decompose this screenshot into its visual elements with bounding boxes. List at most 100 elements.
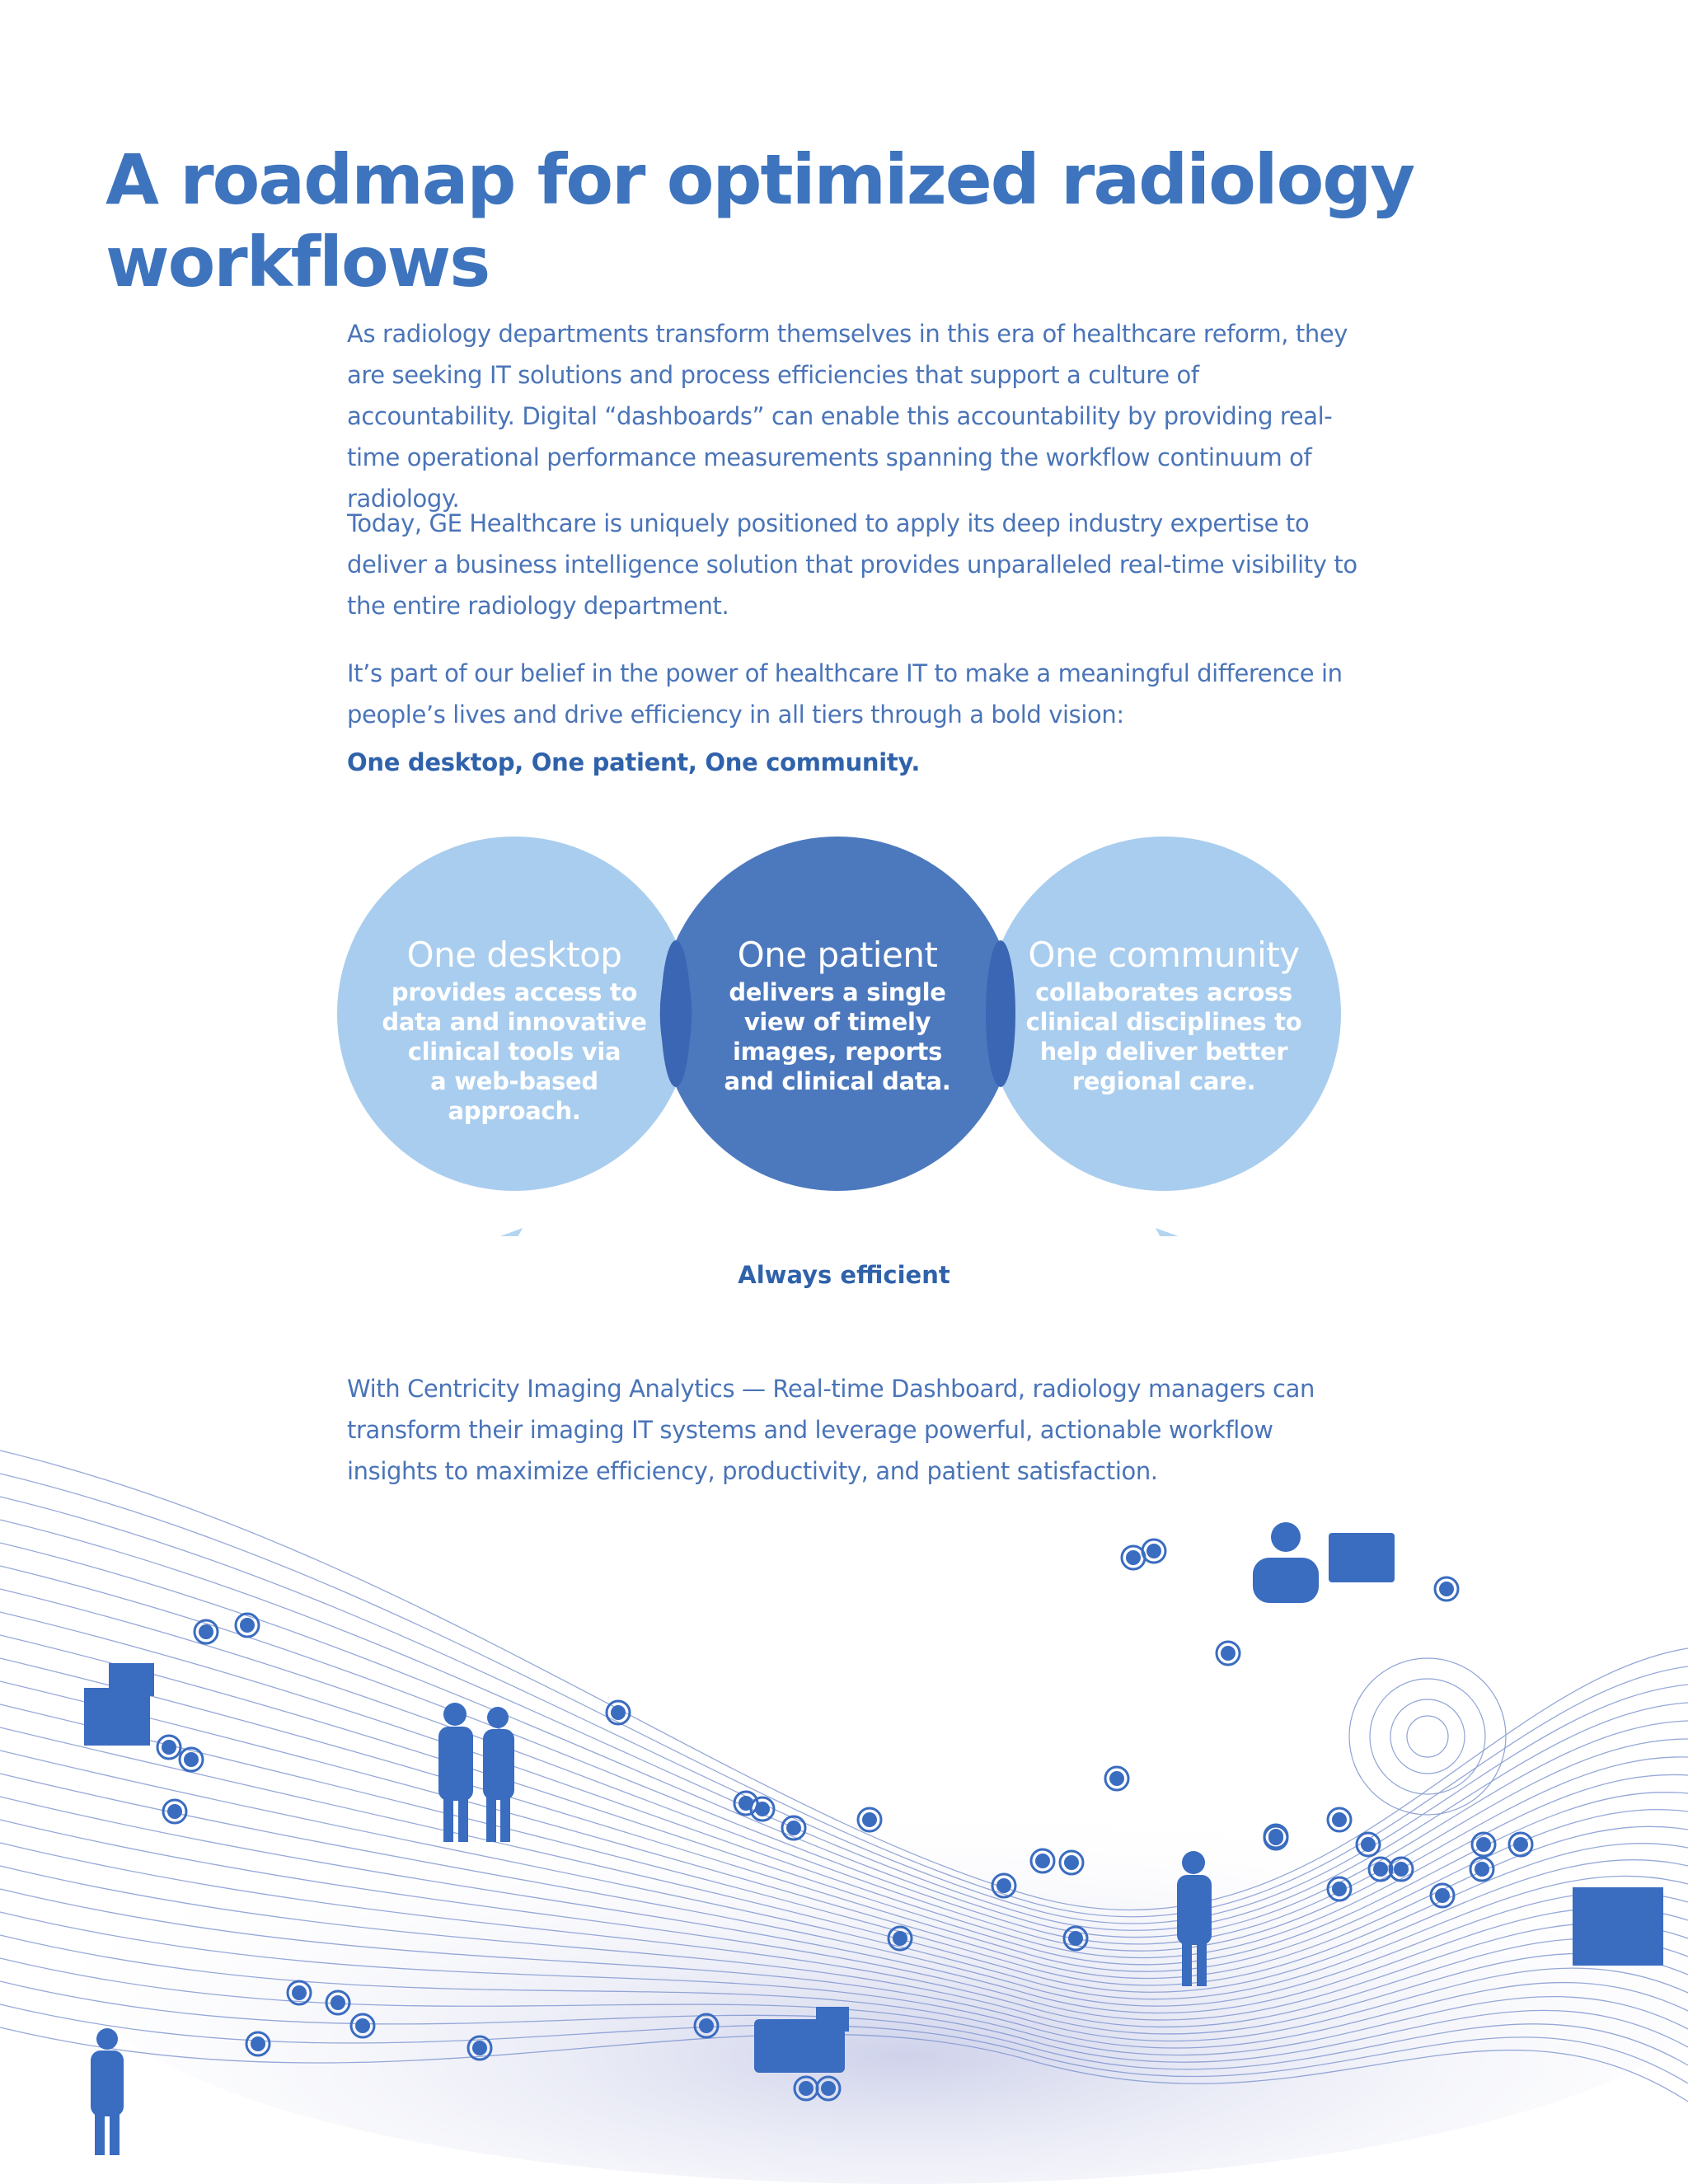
flow-line <box>0 2027 1688 2102</box>
one-desktop-line: data and innovative <box>382 1008 647 1036</box>
data-node <box>1068 1931 1083 1946</box>
flow-line <box>0 1934 1688 2056</box>
data-node-ring <box>693 2013 720 2039</box>
data-node <box>199 1624 213 1639</box>
always-efficient-label: Always efficient <box>738 1261 950 1289</box>
data-node <box>167 1804 182 1819</box>
data-node-ring <box>1429 1882 1456 1909</box>
one-desktop-line: a web-based <box>430 1067 598 1095</box>
network-illustration <box>0 1450 1688 2184</box>
one-patient-line: images, reports <box>732 1038 943 1066</box>
one-patient-line: delivers a single <box>729 978 946 1006</box>
flow-line <box>0 1588 1688 1952</box>
data-node-ring <box>856 1807 883 1833</box>
ambulance-icon <box>754 2007 849 2073</box>
flow-line <box>0 1542 1688 1938</box>
data-node <box>1476 1837 1491 1852</box>
data-node <box>893 1931 907 1946</box>
flow-lines <box>0 1450 1688 2102</box>
illustration-haze <box>82 1755 1688 2184</box>
data-node <box>699 2018 714 2033</box>
data-node <box>162 1740 176 1755</box>
data-node <box>1332 1812 1347 1827</box>
data-node-ring <box>1104 1765 1130 1792</box>
data-node-ring <box>1326 1807 1353 1833</box>
data-node <box>799 2081 814 2096</box>
data-node <box>1475 1862 1489 1877</box>
one-patient-line: view of timely <box>743 1008 931 1036</box>
flow-line <box>0 1888 1688 2041</box>
flow-line <box>0 1842 1688 2028</box>
data-node-ring <box>1141 1538 1167 1564</box>
vision-tagline: One desktop, One patient, One community. <box>347 748 921 776</box>
data-node <box>1361 1837 1376 1852</box>
data-node <box>1064 1855 1079 1870</box>
one-community-line: regional care. <box>1071 1067 1256 1095</box>
flow-line <box>0 1473 1688 1918</box>
data-node-ring <box>234 1612 260 1638</box>
data-node-ring <box>467 2035 493 2061</box>
data-node-ring <box>286 1980 312 2006</box>
data-node <box>184 1752 199 1767</box>
one-patient-line: and clinical data. <box>724 1067 951 1095</box>
one-community-text: One community collaborates across clinic… <box>999 933 1329 1096</box>
data-node <box>755 1802 770 1816</box>
flow-line <box>0 1704 1688 1986</box>
flow-line <box>0 1611 1688 1959</box>
flow-line <box>0 1980 1688 2070</box>
ge-healthcare-paragraph: Today, GE Healthcare is uniquely positio… <box>347 509 1357 620</box>
data-node <box>240 1618 255 1633</box>
data-node-ring <box>1263 1823 1289 1849</box>
one-desktop-line: provides access to <box>391 978 638 1006</box>
data-node <box>1513 1837 1528 1852</box>
data-node <box>738 1796 753 1811</box>
data-node-ring <box>1433 1576 1460 1602</box>
vision-paragraph: It’s part of our belief in the power of … <box>347 659 1343 729</box>
one-community-line: collaborates across <box>1035 978 1292 1006</box>
data-node-ring <box>193 1619 219 1645</box>
data-node-ring <box>1062 1925 1089 1952</box>
flow-line <box>0 1450 1688 1911</box>
flow-line <box>0 1565 1688 1945</box>
data-node-ring <box>991 1872 1017 1899</box>
data-node <box>292 1985 307 2000</box>
flow-line <box>0 1865 1688 2035</box>
closing-paragraph: With Centricity Imaging Analytics — Real… <box>347 1375 1315 1485</box>
data-node-ring <box>1029 1848 1056 1874</box>
person-figure-left <box>91 2028 124 2155</box>
data-node-ring <box>781 1815 807 1841</box>
data-node-ring <box>733 1790 759 1816</box>
page-title: A roadmap for optimized radiology workfl… <box>106 139 1415 302</box>
data-node-ring <box>178 1746 204 1773</box>
flow-line <box>0 1773 1688 2007</box>
data-node-ring <box>1507 1831 1534 1858</box>
data-node <box>1146 1544 1161 1558</box>
data-node <box>472 2041 487 2055</box>
data-node-ring <box>749 1796 776 1822</box>
workstation-figure <box>1253 1522 1395 1603</box>
flow-line <box>0 1750 1688 2000</box>
data-node-ring <box>1058 1849 1085 1876</box>
data-node-ring <box>1215 1640 1241 1666</box>
flow-line <box>0 1727 1688 1993</box>
data-node <box>1394 1862 1409 1877</box>
data-node <box>1373 1862 1388 1877</box>
one-desktop-text: One desktop provides access to data and … <box>349 933 679 1126</box>
data-node <box>862 1812 877 1827</box>
data-node-ring <box>793 2075 819 2102</box>
flow-line <box>0 1911 1688 2049</box>
building-icon-left <box>84 1663 154 1746</box>
data-node <box>1221 1646 1236 1661</box>
one-community-line: help deliver better <box>1039 1038 1288 1066</box>
flow-line <box>0 1957 1688 2063</box>
hospital-icon-right <box>1573 1887 1663 1966</box>
data-node <box>786 1821 801 1835</box>
data-node <box>611 1705 626 1720</box>
data-node-ring <box>162 1798 188 1825</box>
flow-line <box>0 1796 1688 2014</box>
data-node-ring <box>245 2031 271 2057</box>
target-rings <box>1348 1657 1507 1816</box>
data-node <box>1435 1888 1450 1903</box>
data-node <box>1332 1882 1347 1896</box>
intro-paragraph: As radiology departments transform thems… <box>347 320 1348 513</box>
